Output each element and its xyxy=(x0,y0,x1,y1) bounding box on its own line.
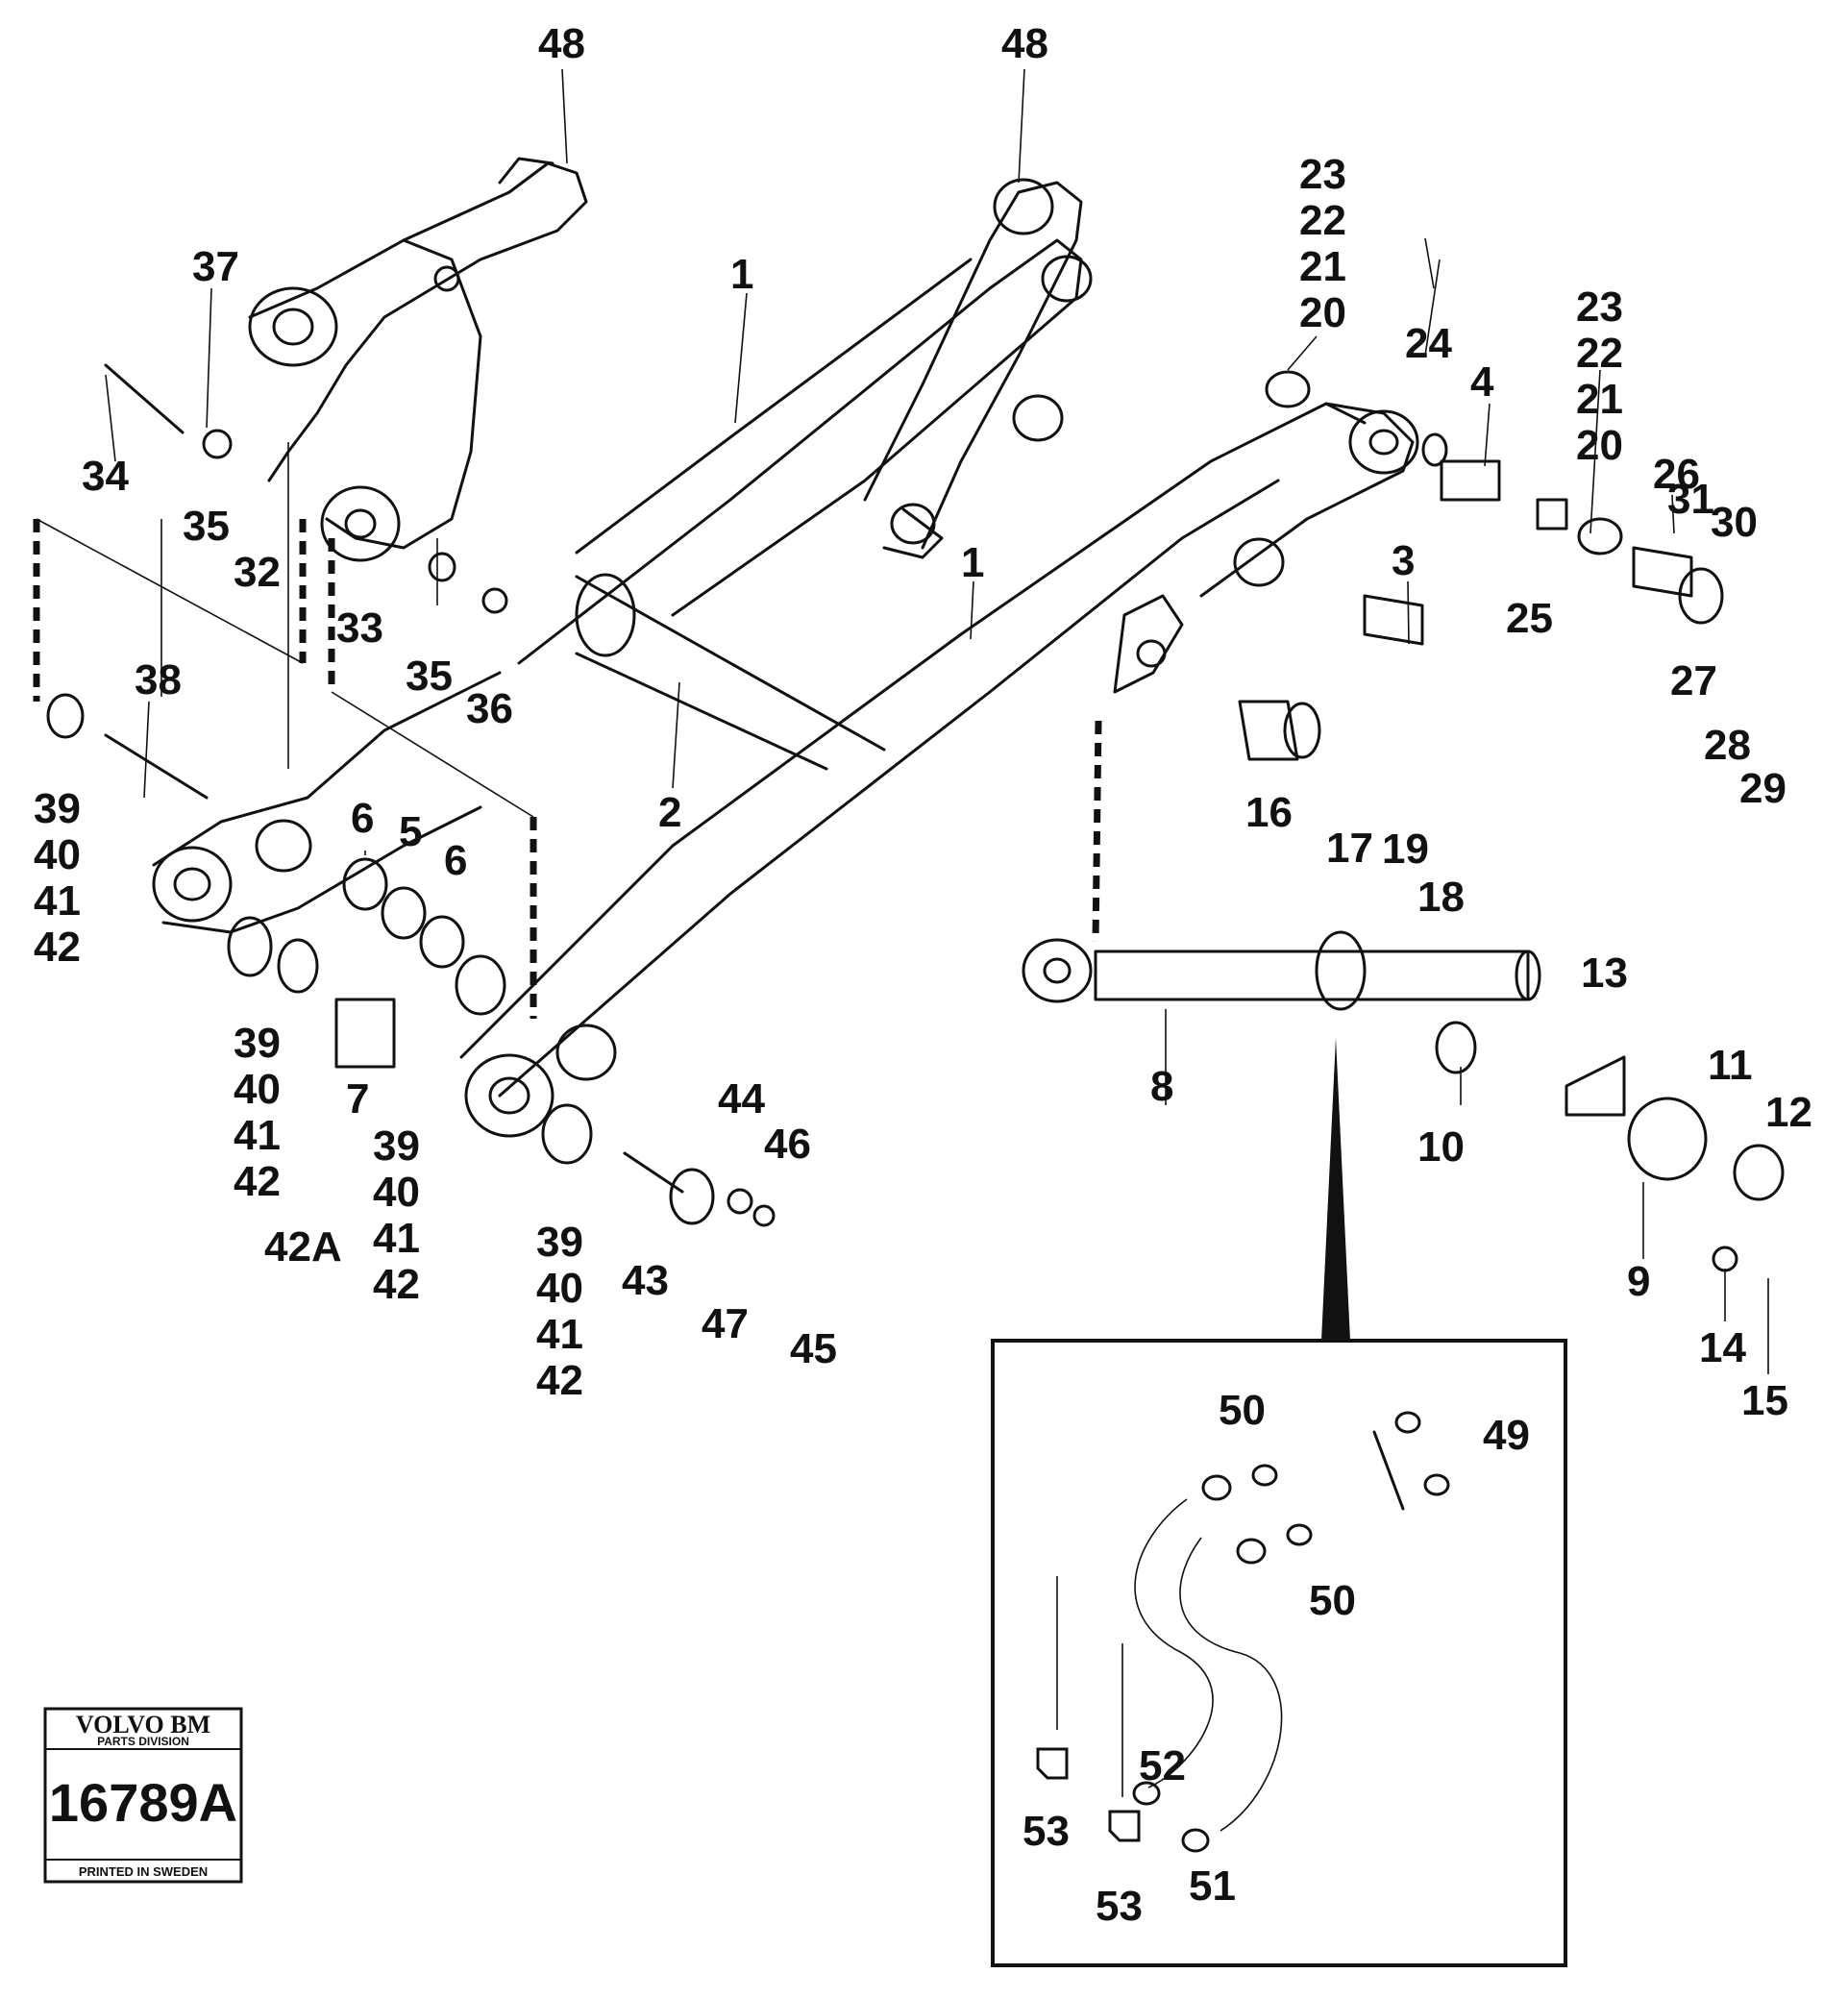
label: 2 xyxy=(658,789,681,836)
label: 26 xyxy=(1653,451,1700,498)
label: 42 xyxy=(34,924,81,971)
label: 42A xyxy=(264,1223,342,1270)
label: 41 xyxy=(373,1215,420,1262)
label: 45 xyxy=(790,1325,837,1372)
label: 10 xyxy=(1417,1123,1465,1171)
label: 19 xyxy=(1382,826,1429,873)
hose-detail-inset xyxy=(991,1038,1567,1967)
lift-arm-frame xyxy=(152,238,1419,1138)
stamp-number: 16789A xyxy=(49,1772,237,1833)
label: 8 xyxy=(1150,1063,1173,1110)
label: 12 xyxy=(1765,1089,1812,1136)
label: 44 xyxy=(718,1075,765,1122)
label: 48 xyxy=(538,20,585,67)
leader-lines xyxy=(105,68,1769,1374)
label: 50 xyxy=(1219,1387,1266,1434)
label: 42 xyxy=(536,1357,583,1404)
stamp-printed: PRINTED IN SWEDEN xyxy=(79,1864,208,1879)
label: 39 xyxy=(536,1219,583,1266)
label: 30 xyxy=(1711,499,1758,546)
label: 52 xyxy=(1139,1742,1186,1789)
bellcrank-right xyxy=(863,178,1093,559)
label: 34 xyxy=(82,453,129,500)
label: 11 xyxy=(1708,1042,1753,1089)
dashed-connectors xyxy=(33,518,1102,1019)
label: 48 xyxy=(1001,20,1048,67)
label: 49 xyxy=(1483,1412,1530,1459)
label: 18 xyxy=(1417,874,1465,921)
label: 22 xyxy=(1299,197,1346,244)
label: 16 xyxy=(1245,789,1293,836)
bellcrank-left xyxy=(248,157,588,562)
label: 17 xyxy=(1326,825,1373,872)
part-number-labels: 48 48 1 1 2 3 4 5 6 6 7 8 9 10 11 12 13 … xyxy=(34,20,1812,1930)
label: 40 xyxy=(34,831,81,878)
label: 41 xyxy=(234,1112,281,1159)
cylinder-assembly xyxy=(1022,930,1541,1011)
label: 27 xyxy=(1670,657,1717,704)
label: 35 xyxy=(183,503,230,550)
label: 23 xyxy=(1576,284,1623,331)
label: 29 xyxy=(1739,765,1786,812)
label: 37 xyxy=(192,243,239,290)
label: 20 xyxy=(1299,289,1346,336)
label: 31 xyxy=(1667,476,1714,523)
label: 32 xyxy=(234,549,281,596)
label: 15 xyxy=(1741,1377,1788,1424)
label: 6 xyxy=(444,837,467,884)
parts-stamp: VOLVO BM PARTS DIVISION 16789A PRINTED I… xyxy=(43,1707,243,1884)
stamp-division: PARTS DIVISION xyxy=(97,1735,189,1748)
label: 35 xyxy=(406,653,453,700)
label: 36 xyxy=(466,685,513,732)
label: 51 xyxy=(1189,1862,1236,1910)
label: 53 xyxy=(1023,1808,1070,1855)
label: 46 xyxy=(764,1121,811,1168)
label: 40 xyxy=(536,1265,583,1312)
label: 20 xyxy=(1576,422,1623,469)
label: 1 xyxy=(730,251,753,298)
label: 40 xyxy=(234,1066,281,1113)
label: 1 xyxy=(961,539,984,586)
label: 41 xyxy=(34,877,81,925)
label: 4 xyxy=(1470,358,1494,406)
label: 38 xyxy=(135,656,182,703)
label: 21 xyxy=(1299,243,1346,290)
label: 3 xyxy=(1392,537,1415,584)
label: 50 xyxy=(1309,1577,1356,1624)
stamp-brand: VOLVO BM xyxy=(76,1711,210,1739)
label: 23 xyxy=(1299,151,1346,198)
label: 33 xyxy=(336,604,383,652)
label: 53 xyxy=(1096,1883,1143,1930)
label: 13 xyxy=(1581,950,1628,997)
label: 22 xyxy=(1576,330,1623,377)
label: 25 xyxy=(1506,595,1553,642)
label: 39 xyxy=(234,1020,281,1067)
label: 28 xyxy=(1704,722,1751,769)
label: 6 xyxy=(351,795,374,842)
label: 40 xyxy=(373,1169,420,1216)
small-parts xyxy=(46,363,1785,1272)
label: 9 xyxy=(1627,1258,1650,1305)
label: 43 xyxy=(622,1257,669,1304)
label: 39 xyxy=(373,1122,420,1170)
label: 41 xyxy=(536,1311,583,1358)
label: 47 xyxy=(702,1300,749,1347)
label: 7 xyxy=(346,1075,369,1122)
label: 42 xyxy=(234,1158,281,1205)
label: 5 xyxy=(399,808,422,855)
label: 14 xyxy=(1699,1324,1746,1371)
label: 42 xyxy=(373,1261,420,1308)
label: 39 xyxy=(34,785,81,832)
